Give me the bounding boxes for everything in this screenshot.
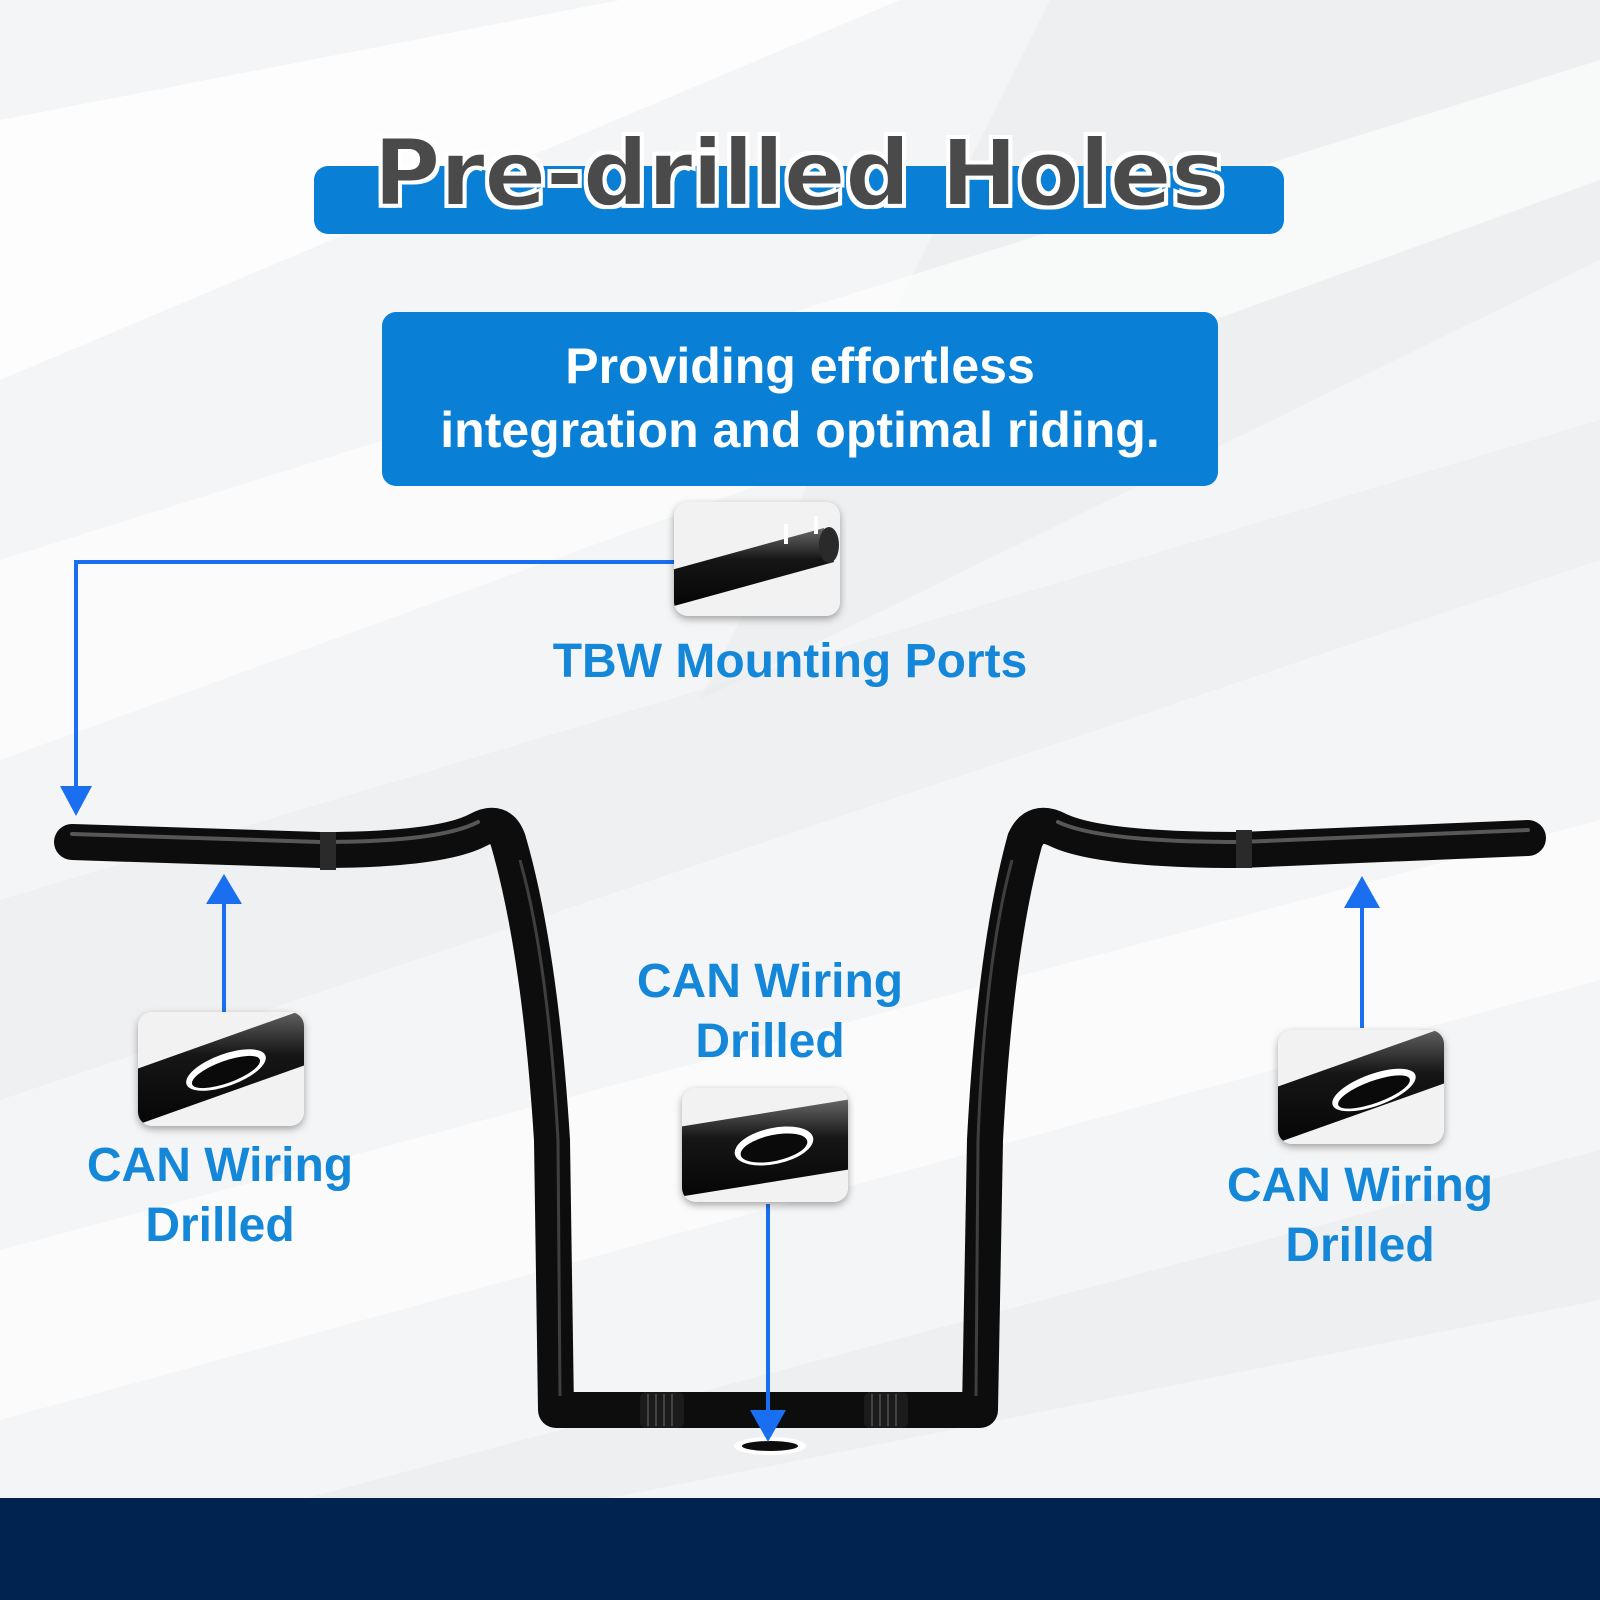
subtitle-line-2: integration and optimal riding. [440,402,1160,458]
right-can-thumbnail [1278,1030,1444,1144]
subtitle-line-1: Providing effortless [565,338,1035,394]
headline: Pre-drilled Holes [314,118,1284,238]
tbw-arrow [60,560,674,816]
center-can-line-2: Drilled [695,1015,845,1068]
left-can-thumbnail [138,1012,304,1126]
handlebar-image [54,807,1546,1455]
left-can-line-1: CAN Wiring [86,1139,354,1192]
subtitle-banner: Providing effortless integration and opt… [382,312,1218,486]
page-title: Pre-drilled Holes [372,119,1226,228]
title-underline-bar [314,166,1284,234]
left-can-arrow [206,874,242,1012]
left-can-line-2: Drilled [145,1199,295,1252]
right-can-arrow [1344,876,1380,1028]
right-can-callout-label: CAN Wiring Drilled [1210,1156,1510,1276]
right-can-line-2: Drilled [1285,1219,1435,1272]
right-can-line-1: CAN Wiring [1226,1159,1494,1212]
left-can-callout-label: CAN Wiring Drilled [70,1136,370,1256]
center-can-callout-label: CAN Wiring Drilled [620,952,920,1072]
center-can-line-1: CAN Wiring [636,955,904,1008]
tbw-callout-label: TBW Mounting Ports [500,632,1080,692]
center-can-arrow [750,1204,786,1442]
footer-band [0,1498,1600,1600]
center-can-thumbnail [682,1088,848,1202]
tbw-port-thumbnail [674,502,840,616]
tbw-label-text: TBW Mounting Ports [552,635,1028,688]
